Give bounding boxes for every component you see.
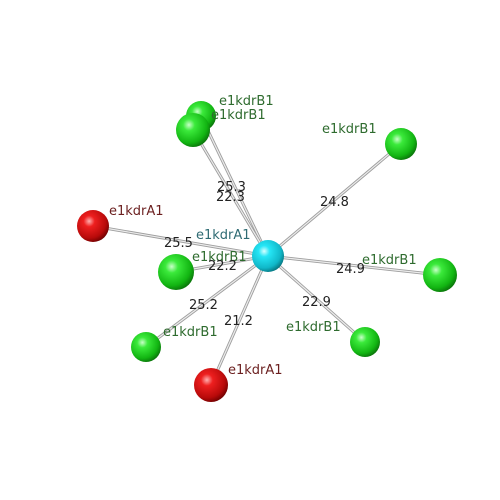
distance-label-a3: 24.8 [320,195,349,210]
red-atom-a9 [194,368,228,402]
bond-a4 [91,224,270,258]
green-atom-a2 [176,113,210,147]
center-atom [252,240,284,272]
distance-label-a5: 22.2 [208,259,237,274]
bond-a3 [266,142,403,258]
atom-label-a6: e1kdrB1 [362,253,417,268]
distance-label-a2: 22.3 [216,190,245,205]
atom-label-a8: e1kdrB1 [163,325,218,340]
bond-a9 [209,254,270,387]
bond-a8 [144,254,270,349]
distance-label-a7: 22.9 [302,295,331,310]
green-atom-a3 [385,128,417,160]
green-atom-a6 [423,258,457,292]
label-layer: e1kdrA1 e1kdrB1 25.3 e1kdrB1 22.3 e1kdrB1 24.8… [109,94,417,378]
atom-label-a4: e1kdrA1 [109,204,164,219]
distance-label-a1: 25.3 [217,180,246,195]
distance-label-a4: 25.5 [164,236,193,251]
bond-a1 [199,114,270,258]
atom-label-a3: e1kdrB1 [322,122,377,137]
distance-label-a6: 24.9 [336,262,365,277]
green-atom-a8 [131,332,161,362]
distance-label-a9: 21.2 [224,314,253,329]
atom-label-a2: e1kdrB1 [211,108,266,123]
atom-label-a5: e1kdrB1 [192,250,247,265]
red-atom-a4 [77,210,109,242]
bond-a6 [266,254,442,277]
bond-a2 [191,128,270,258]
center-atom-label: e1kdrA1 [196,228,251,243]
atom-layer [77,101,457,402]
green-atom-a7 [350,327,380,357]
green-atom-a5 [158,254,194,290]
atom-label-a7: e1kdrB1 [286,320,341,335]
distance-label-a8: 25.2 [189,298,218,313]
bond-a7 [266,254,367,344]
atom-label-a1: e1kdrB1 [219,94,274,109]
atom-label-a9: e1kdrA1 [228,363,283,378]
bond-layer [91,114,442,387]
